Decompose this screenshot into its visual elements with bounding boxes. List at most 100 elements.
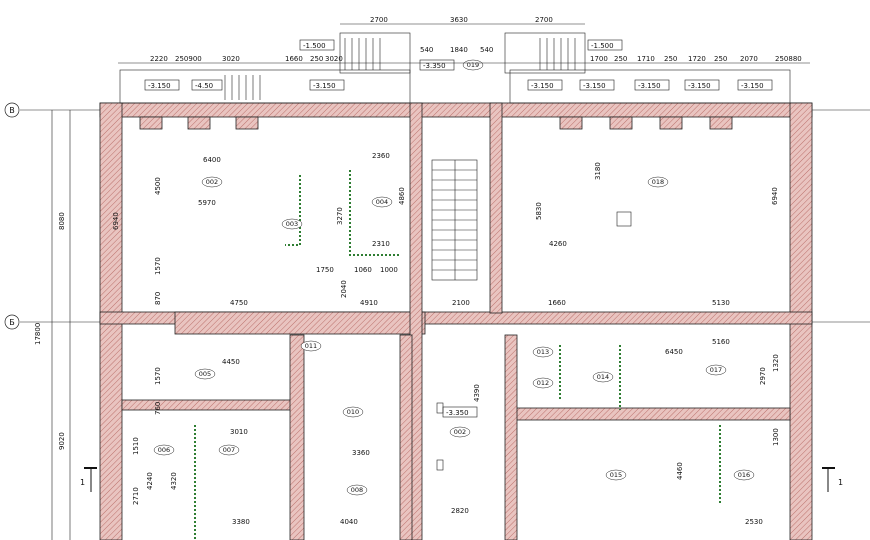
svg-text:5130: 5130 — [712, 299, 730, 307]
svg-text:2710: 2710 — [132, 487, 140, 505]
level-labels: -1.500 -1.500 -3.350 -3.150 -3.150 -3.15… — [144, 39, 773, 418]
svg-text:4750: 4750 — [230, 299, 248, 307]
svg-text:011: 011 — [305, 342, 317, 350]
window-pocket — [187, 116, 211, 130]
svg-text:-4.50: -4.50 — [195, 82, 213, 90]
svg-text:4240: 4240 — [146, 472, 154, 490]
svg-text:5970: 5970 — [198, 199, 216, 207]
wall-inner-b — [399, 334, 413, 540]
svg-text:-3.150: -3.150 — [313, 82, 336, 90]
svg-text:006: 006 — [158, 446, 170, 454]
partition-green — [285, 175, 301, 246]
svg-text:1570: 1570 — [154, 367, 162, 385]
svg-text:4860: 4860 — [398, 187, 406, 205]
svg-text:018: 018 — [652, 178, 664, 186]
svg-text:760: 760 — [154, 402, 162, 415]
svg-text:1710: 1710 — [637, 55, 655, 63]
svg-text:4390: 4390 — [473, 384, 481, 402]
window-pocket — [709, 116, 733, 130]
entry-left — [339, 32, 411, 74]
svg-text:005: 005 — [199, 370, 211, 378]
wall-mid-thick — [174, 311, 426, 335]
column-box — [616, 211, 632, 227]
svg-text:5160: 5160 — [712, 338, 730, 346]
svg-text:6450: 6450 — [665, 348, 683, 356]
wall-lower-a — [121, 399, 293, 411]
svg-text:008: 008 — [351, 486, 363, 494]
svg-text:250: 250 — [664, 55, 677, 63]
svg-text:540: 540 — [420, 46, 433, 54]
svg-text:4910: 4910 — [360, 299, 378, 307]
svg-text:1840: 1840 — [450, 46, 468, 54]
svg-text:-3.350: -3.350 — [423, 62, 446, 70]
svg-text:3020: 3020 — [222, 55, 240, 63]
svg-text:-1.500: -1.500 — [303, 42, 326, 50]
svg-text:010: 010 — [347, 408, 359, 416]
svg-text:015: 015 — [610, 471, 622, 479]
steps-left — [224, 38, 381, 100]
svg-text:4320: 4320 — [170, 472, 178, 490]
svg-text:1: 1 — [838, 478, 843, 487]
svg-text:2820: 2820 — [451, 507, 469, 515]
svg-text:1510: 1510 — [132, 437, 140, 455]
svg-text:-3.150: -3.150 — [148, 82, 171, 90]
svg-text:-3.150: -3.150 — [583, 82, 606, 90]
window-pocket — [559, 116, 583, 130]
svg-text:3360: 3360 — [352, 449, 370, 457]
svg-text:540: 540 — [480, 46, 493, 54]
svg-text:4500: 4500 — [154, 177, 162, 195]
axis-label-b: В — [9, 106, 15, 115]
svg-text:002: 002 — [206, 178, 218, 186]
svg-text:2040: 2040 — [340, 280, 348, 298]
svg-text:250880: 250880 — [775, 55, 802, 63]
svg-text:9020: 9020 — [58, 432, 66, 450]
svg-text:5830: 5830 — [535, 202, 543, 220]
svg-text:4460: 4460 — [676, 462, 684, 480]
svg-text:4260: 4260 — [549, 240, 567, 248]
svg-text:2700: 2700 — [370, 16, 388, 24]
svg-text:250: 250 — [614, 55, 627, 63]
light-well-right — [509, 69, 791, 104]
svg-text:6940: 6940 — [771, 187, 779, 205]
svg-text:3180: 3180 — [594, 162, 602, 180]
svg-text:3270: 3270 — [336, 207, 344, 225]
svg-text:3380: 3380 — [232, 518, 250, 526]
svg-text:2970: 2970 — [759, 367, 767, 385]
svg-text:004: 004 — [376, 198, 388, 206]
svg-text:250900: 250900 — [175, 55, 202, 63]
svg-text:1660: 1660 — [548, 299, 566, 307]
wall-inner-c — [504, 334, 518, 540]
axis-bubble-a — [4, 314, 20, 330]
svg-text:3010: 3010 — [230, 428, 248, 436]
svg-text:-3.150: -3.150 — [531, 82, 554, 90]
svg-text:870: 870 — [154, 292, 162, 305]
svg-text:2530: 2530 — [745, 518, 763, 526]
staircase — [431, 159, 478, 281]
svg-text:017: 017 — [710, 366, 722, 374]
svg-text:1750: 1750 — [316, 266, 334, 274]
svg-text:8080: 8080 — [58, 212, 66, 230]
svg-text:019: 019 — [467, 61, 479, 69]
svg-text:250: 250 — [714, 55, 727, 63]
wall-inner-a — [289, 334, 305, 540]
column-box — [436, 459, 444, 471]
svg-text:2100: 2100 — [452, 299, 470, 307]
wall-lower-b — [514, 407, 791, 421]
window-pocket — [659, 116, 683, 130]
svg-text:007: 007 — [223, 446, 235, 454]
axis-label-a: Б — [9, 318, 15, 327]
svg-text:3630: 3630 — [450, 16, 468, 24]
svg-text:1700: 1700 — [590, 55, 608, 63]
light-well-left — [119, 69, 411, 104]
svg-text:016: 016 — [738, 471, 750, 479]
svg-text:6400: 6400 — [203, 156, 221, 164]
svg-text:1060: 1060 — [354, 266, 372, 274]
dimension-labels-inner: 6400 5970 4750 4910 2100 1660 5130 6450 … — [198, 152, 780, 526]
svg-text:1660: 1660 — [285, 55, 303, 63]
column-box — [436, 402, 444, 414]
room-labels: 002 003 004 005 006 007 008 010 011 012 … — [153, 59, 755, 496]
window-pocket — [609, 116, 633, 130]
svg-text:-3.150: -3.150 — [688, 82, 711, 90]
svg-text:-1.500: -1.500 — [591, 42, 614, 50]
axis-bubble-b — [4, 102, 20, 118]
